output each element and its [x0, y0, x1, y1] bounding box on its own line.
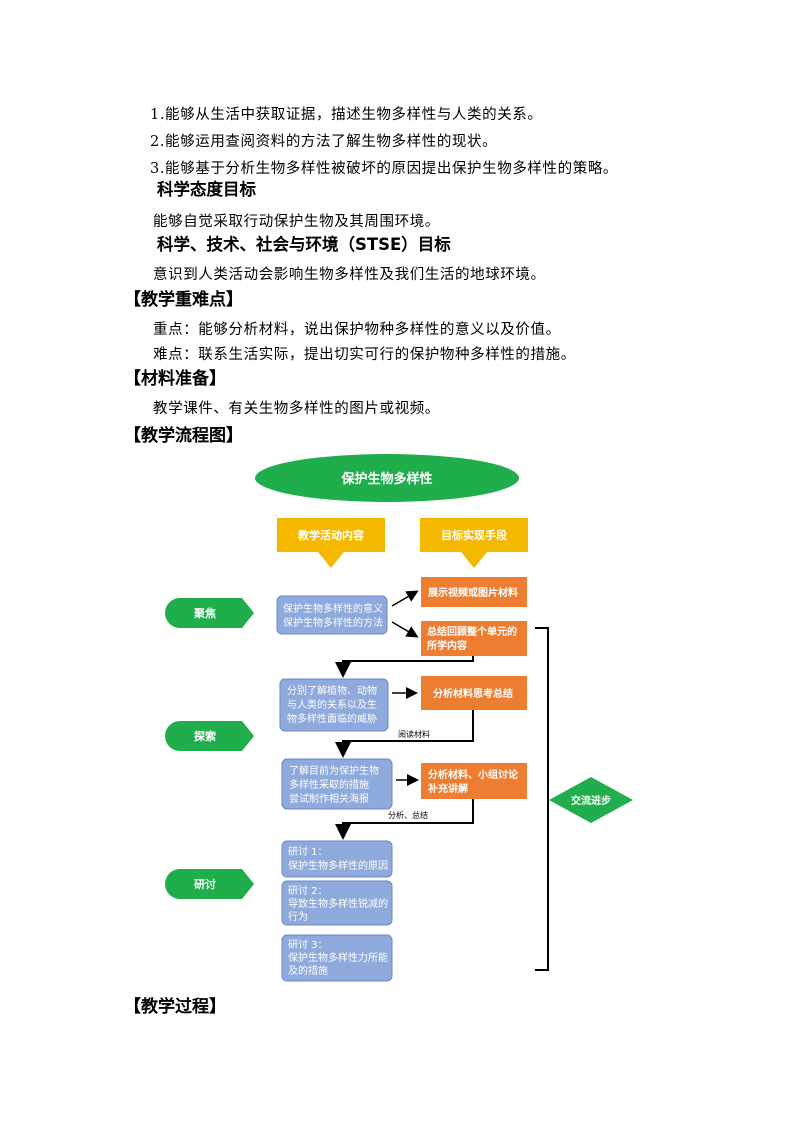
means-box-1a	[421, 577, 527, 607]
stage-focus-label: 聚焦	[193, 606, 216, 620]
means-1b-line-1: 总结回顾整个单元的	[427, 625, 517, 638]
objective-2: 2.能够运用查阅资料的方法了解生物多样性的现状。	[150, 134, 498, 150]
stage-focus-shape	[165, 598, 254, 628]
exchange-diamond	[549, 777, 633, 823]
content-1-line-1: 保护生物多样性的意义	[283, 602, 383, 615]
attitude-text: 能够自觉采取行动保护生物及其周围环境。	[153, 214, 440, 230]
discussion-3-line-2: 保护生物多样性力所能	[288, 951, 388, 964]
content-2-line-2: 与人类的关系以及生	[287, 698, 377, 711]
discussion-box-3	[281, 934, 393, 982]
stage-explore-shape	[165, 721, 254, 751]
discussion-2-line-1: 研讨 2：	[288, 885, 328, 897]
stage-discuss-label: 研讨	[194, 877, 216, 891]
flowchart-title: 保护生物多样性	[340, 471, 432, 487]
means-3-line-2: 补充讲解	[427, 782, 468, 795]
discussion-3-line-1: 研讨 3：	[288, 939, 328, 951]
connector-label-1: 阅读材料	[398, 729, 430, 739]
connector-label-2: 分析、总结	[388, 810, 428, 820]
content-3-line-2: 多样性采取的措施	[289, 778, 369, 791]
content-3-line-1: 了解目前为保护生物	[289, 764, 379, 777]
content-box-2	[279, 678, 389, 732]
attitude-heading: 科学态度目标	[157, 180, 256, 199]
means-box-2	[421, 676, 527, 710]
column-content-box	[277, 518, 385, 552]
column-means-label: 目标实现手段	[441, 528, 507, 542]
key-point-focus: 重点：能够分析材料，说出保护物种多样性的意义以及价值。	[153, 322, 561, 338]
content-box-1	[276, 595, 388, 635]
exchange-label: 交流进步	[571, 794, 611, 807]
content-2-line-1: 分别了解植物、动物	[287, 684, 377, 697]
means-box-3	[421, 763, 527, 799]
objective-1: 1.能够从生活中获取证据，描述生物多样性与人类的关系。	[150, 107, 543, 123]
means-box-1b	[421, 621, 527, 656]
content-3-line-3: 尝试制作相关海报	[289, 792, 369, 805]
stage-explore-label: 探索	[194, 729, 216, 743]
discussion-box-1	[281, 840, 393, 878]
content-box-3	[281, 758, 393, 810]
discussion-box-2	[281, 880, 393, 926]
column-means-box	[420, 518, 528, 552]
materials-heading: 【材料准备】	[124, 369, 226, 389]
stage-discuss-shape	[165, 869, 254, 899]
discussion-1-line-2: 保护生物多样性的原因	[288, 859, 388, 872]
key-points-heading: 【教学重难点】	[124, 290, 243, 310]
stse-text: 意识到人类活动会影响生物多样性及我们生活的地球环境。	[153, 267, 546, 283]
discussion-3-line-3: 及的措施	[288, 964, 328, 977]
means-1a-label: 展示视频或图片材料	[428, 586, 518, 599]
discussion-2-line-2: 导致生物多样性锐减的	[288, 897, 388, 910]
column-means-arrow	[461, 552, 487, 568]
key-point-difficulty: 难点：联系生活实际，提出切实可行的保护物种多样性的措施。	[153, 347, 576, 363]
objective-3: 3.能够基于分析生物多样性被破坏的原因提出保护生物多样性的策略。	[150, 161, 619, 177]
exchange-bracket	[535, 627, 549, 971]
column-content-arrow	[318, 552, 344, 568]
means-2-label: 分析材料思考总结	[433, 687, 513, 700]
title-ellipse	[255, 454, 519, 502]
stse-heading: 科学、技术、社会与环境（STSE）目标	[157, 235, 451, 254]
means-3-line-1: 分析材料、小组讨论	[428, 768, 519, 781]
materials-text: 教学课件、有关生物多样性的图片或视频。	[153, 401, 440, 417]
column-content-label: 教学活动内容	[297, 528, 364, 542]
process-heading: 【教学过程】	[124, 997, 226, 1017]
discussion-1-line-1: 研讨 1：	[288, 846, 328, 858]
means-1b-line-2: 所学内容	[427, 639, 467, 652]
content-1-line-2: 保护生物多样性的方法	[283, 616, 383, 629]
discussion-2-line-3: 行为	[288, 910, 308, 923]
flowchart-heading: 【教学流程图】	[124, 426, 243, 446]
content-2-line-3: 物多样性面临的威胁	[287, 712, 377, 725]
